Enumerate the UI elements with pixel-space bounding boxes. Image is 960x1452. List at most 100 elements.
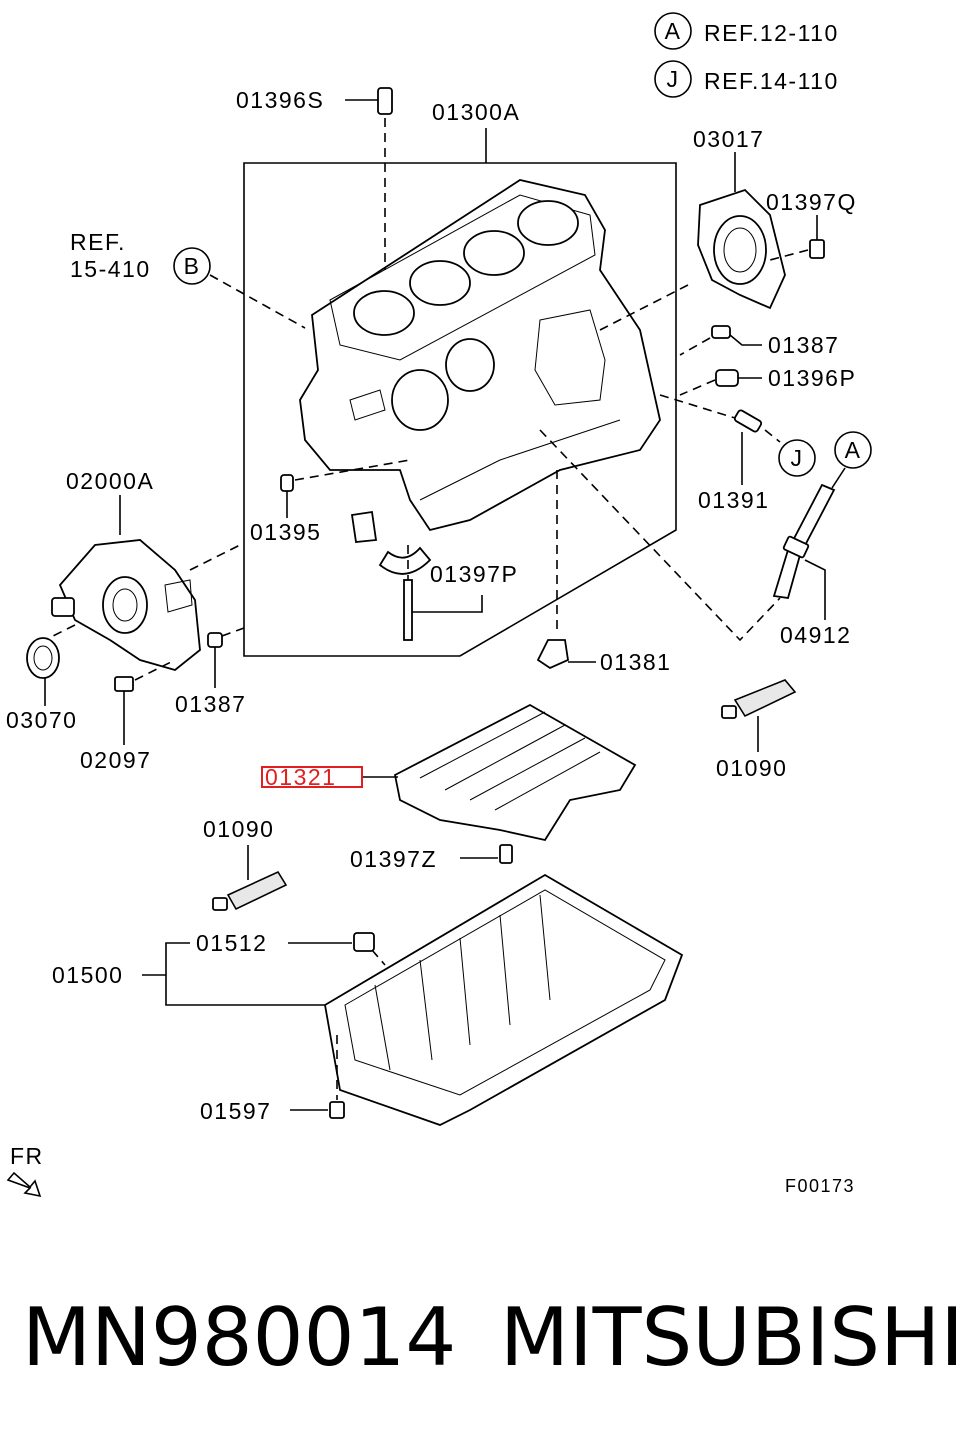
callout-01395: 01395 xyxy=(250,519,321,545)
part-01381: 01381 xyxy=(536,470,671,675)
dash-02097 xyxy=(134,659,176,681)
ref-legend: A REF.12-110 J REF.14-110 xyxy=(654,12,839,98)
bearing-cap-1 xyxy=(350,510,378,543)
dash-ref-b xyxy=(209,274,306,329)
front-oil-seal xyxy=(26,637,60,679)
part-01397P: 01397P xyxy=(350,510,518,641)
part-02000A: 02000A xyxy=(44,468,241,671)
dash-01396P xyxy=(679,379,716,396)
plug-01396P xyxy=(715,369,739,387)
block-window xyxy=(349,389,386,421)
callout-01397P: 01397P xyxy=(430,561,518,587)
bore-3 xyxy=(463,230,525,276)
ref-j-text: REF.14-110 xyxy=(704,68,839,94)
part-01387-left: 01387 xyxy=(175,627,246,717)
callout-01396P: 01396P xyxy=(768,365,856,391)
callout-01387-right: 01387 xyxy=(768,332,839,358)
sealant-tube-left xyxy=(226,870,288,911)
dash-01512 xyxy=(371,949,386,966)
figure-code: F00173 xyxy=(785,1176,855,1196)
leader-01397P xyxy=(412,595,483,613)
callout-01397Z: 01397Z xyxy=(350,846,437,872)
part-03070: 03070 xyxy=(6,637,76,733)
callout-01381: 01381 xyxy=(600,649,671,675)
ref-a-letter: A xyxy=(665,18,682,44)
caption-part-number: MN980014 xyxy=(22,1291,456,1384)
callout-01387-left: 01387 xyxy=(175,691,246,717)
dash-02000A-seal xyxy=(44,624,76,641)
dash-02000A xyxy=(189,544,241,571)
bore-4 xyxy=(517,200,579,246)
dash-01391 xyxy=(659,394,736,419)
pin-01387-right xyxy=(711,325,731,339)
part-01387-right: 01387 xyxy=(679,325,839,358)
ref-b-line1: REF. xyxy=(70,229,126,255)
part-01391: 01391 J xyxy=(659,394,816,513)
drain-plug-01512 xyxy=(353,932,375,952)
sealant-cap-left xyxy=(212,897,228,911)
leader-01387-right xyxy=(729,334,762,346)
ref-j-marker-letter: J xyxy=(791,445,804,471)
caption-brand: MITSUBISHI xyxy=(500,1291,960,1384)
dash-04912 xyxy=(539,429,781,642)
front-oil-seal-inner xyxy=(33,645,53,671)
dash-01391-j xyxy=(764,429,781,443)
callout-04912: 04912 xyxy=(780,622,851,648)
part-01396P: 01396P xyxy=(679,365,856,396)
nut-01395 xyxy=(280,474,294,492)
front-label: FR xyxy=(10,1143,44,1169)
bearing-cap-2 xyxy=(378,546,432,575)
ref-j-circle xyxy=(654,60,692,98)
jet-01391 xyxy=(733,409,763,433)
dowel-01396S xyxy=(377,87,393,115)
dash-01397Q xyxy=(769,249,809,261)
callout-01500: 01500 xyxy=(52,962,123,988)
ref-b-circle xyxy=(173,247,211,285)
crank-bore-1 xyxy=(391,369,449,431)
part-03017: 03017 xyxy=(599,126,786,331)
block-deck xyxy=(329,194,596,361)
part-01090-left: 01090 xyxy=(203,816,288,911)
ref-b-letter: B xyxy=(184,253,201,279)
ref-j-letter: J xyxy=(667,66,680,92)
bolt-01397P xyxy=(403,579,413,641)
dash-01387-left xyxy=(221,627,245,637)
crank-bore-2 xyxy=(445,338,495,392)
callout-01090-right: 01090 xyxy=(716,755,787,781)
ref-b: REF. 15-410 B xyxy=(70,229,306,329)
part-01512: 01512 xyxy=(196,930,386,966)
leader-01500-bracket xyxy=(165,942,325,1006)
callout-01391: 01391 xyxy=(698,487,769,513)
callout-01300A: 01300A xyxy=(432,99,520,125)
rear-seal-ring xyxy=(713,215,767,285)
highlight-box-01321[interactable] xyxy=(261,766,363,788)
sealant-tube-right xyxy=(733,679,797,718)
part-01090-right: 01090 xyxy=(716,679,797,781)
part-01597: 01597 xyxy=(200,1035,345,1124)
dash-03017 xyxy=(599,284,689,331)
part-01395: 01395 xyxy=(250,459,411,545)
ref-a-circle xyxy=(654,12,692,50)
callout-01597: 01597 xyxy=(200,1098,271,1124)
part-01397Q: 01397Q xyxy=(766,189,855,261)
oil-pan-flange xyxy=(344,889,666,1096)
ref-a-marker-letter: A xyxy=(845,437,862,463)
front-case-pump xyxy=(164,579,193,613)
part-01500: 01500 xyxy=(52,873,684,1126)
cylinder-block-group: 01300A xyxy=(243,99,677,657)
oil-gauge-clip xyxy=(782,535,810,559)
part-02097: 02097 xyxy=(80,659,176,773)
part-01396S: 01396S xyxy=(236,87,393,270)
oil-pan-ribs xyxy=(374,894,551,1071)
callout-01321[interactable]: 01321 xyxy=(265,764,336,790)
ref-j-marker xyxy=(778,439,816,477)
block-skirt-line xyxy=(419,419,621,501)
drain-bolt-01597 xyxy=(329,1101,345,1119)
callout-02000A: 02000A xyxy=(66,468,154,494)
ref-a-marker xyxy=(834,431,872,469)
baffle-ribs xyxy=(419,711,601,811)
front-case-bore xyxy=(102,576,148,634)
callout-01090-left: 01090 xyxy=(203,816,274,842)
part-04912: A 04912 xyxy=(539,429,872,648)
